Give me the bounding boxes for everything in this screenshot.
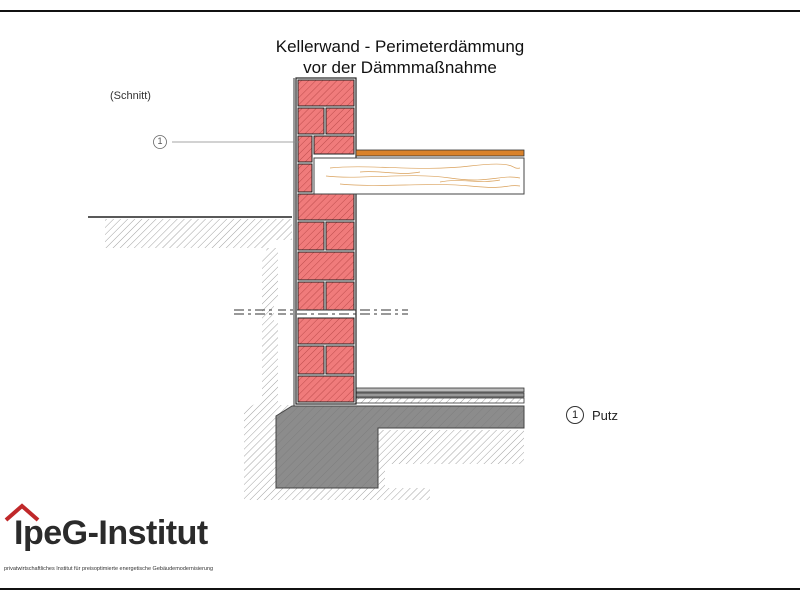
section-label: (Schnitt) xyxy=(110,90,151,102)
ceiling-construction xyxy=(313,149,525,195)
title-line-1: Kellerwand - Perimeterdämmung xyxy=(275,37,525,56)
legend-number: 1 xyxy=(566,406,584,424)
roof-icon xyxy=(4,503,40,522)
brick-wall xyxy=(295,77,357,405)
break-line xyxy=(234,300,408,322)
logo-subtitle: privatwirtschaftliches Institut für prei… xyxy=(4,566,214,572)
frame-bottom-line xyxy=(0,588,800,590)
title-line-2: vor der Dämmmaßnahme xyxy=(303,58,497,77)
floor-layers xyxy=(355,387,525,404)
frame-top-line xyxy=(0,10,800,12)
callout-circle xyxy=(153,135,167,149)
foundation-slab xyxy=(275,405,525,489)
page-title: Kellerwand - Perimeterdämmung vor der Dä… xyxy=(200,36,600,78)
logo-name: IpeG-Institut xyxy=(14,514,208,552)
legend-label: Putz xyxy=(592,407,619,423)
callout-number: 1 xyxy=(157,136,163,146)
institute-logo: IpeG-Institut privatwirtschaftliches Ins… xyxy=(2,500,252,580)
legend-item-putz: 1 Putz xyxy=(566,406,618,424)
